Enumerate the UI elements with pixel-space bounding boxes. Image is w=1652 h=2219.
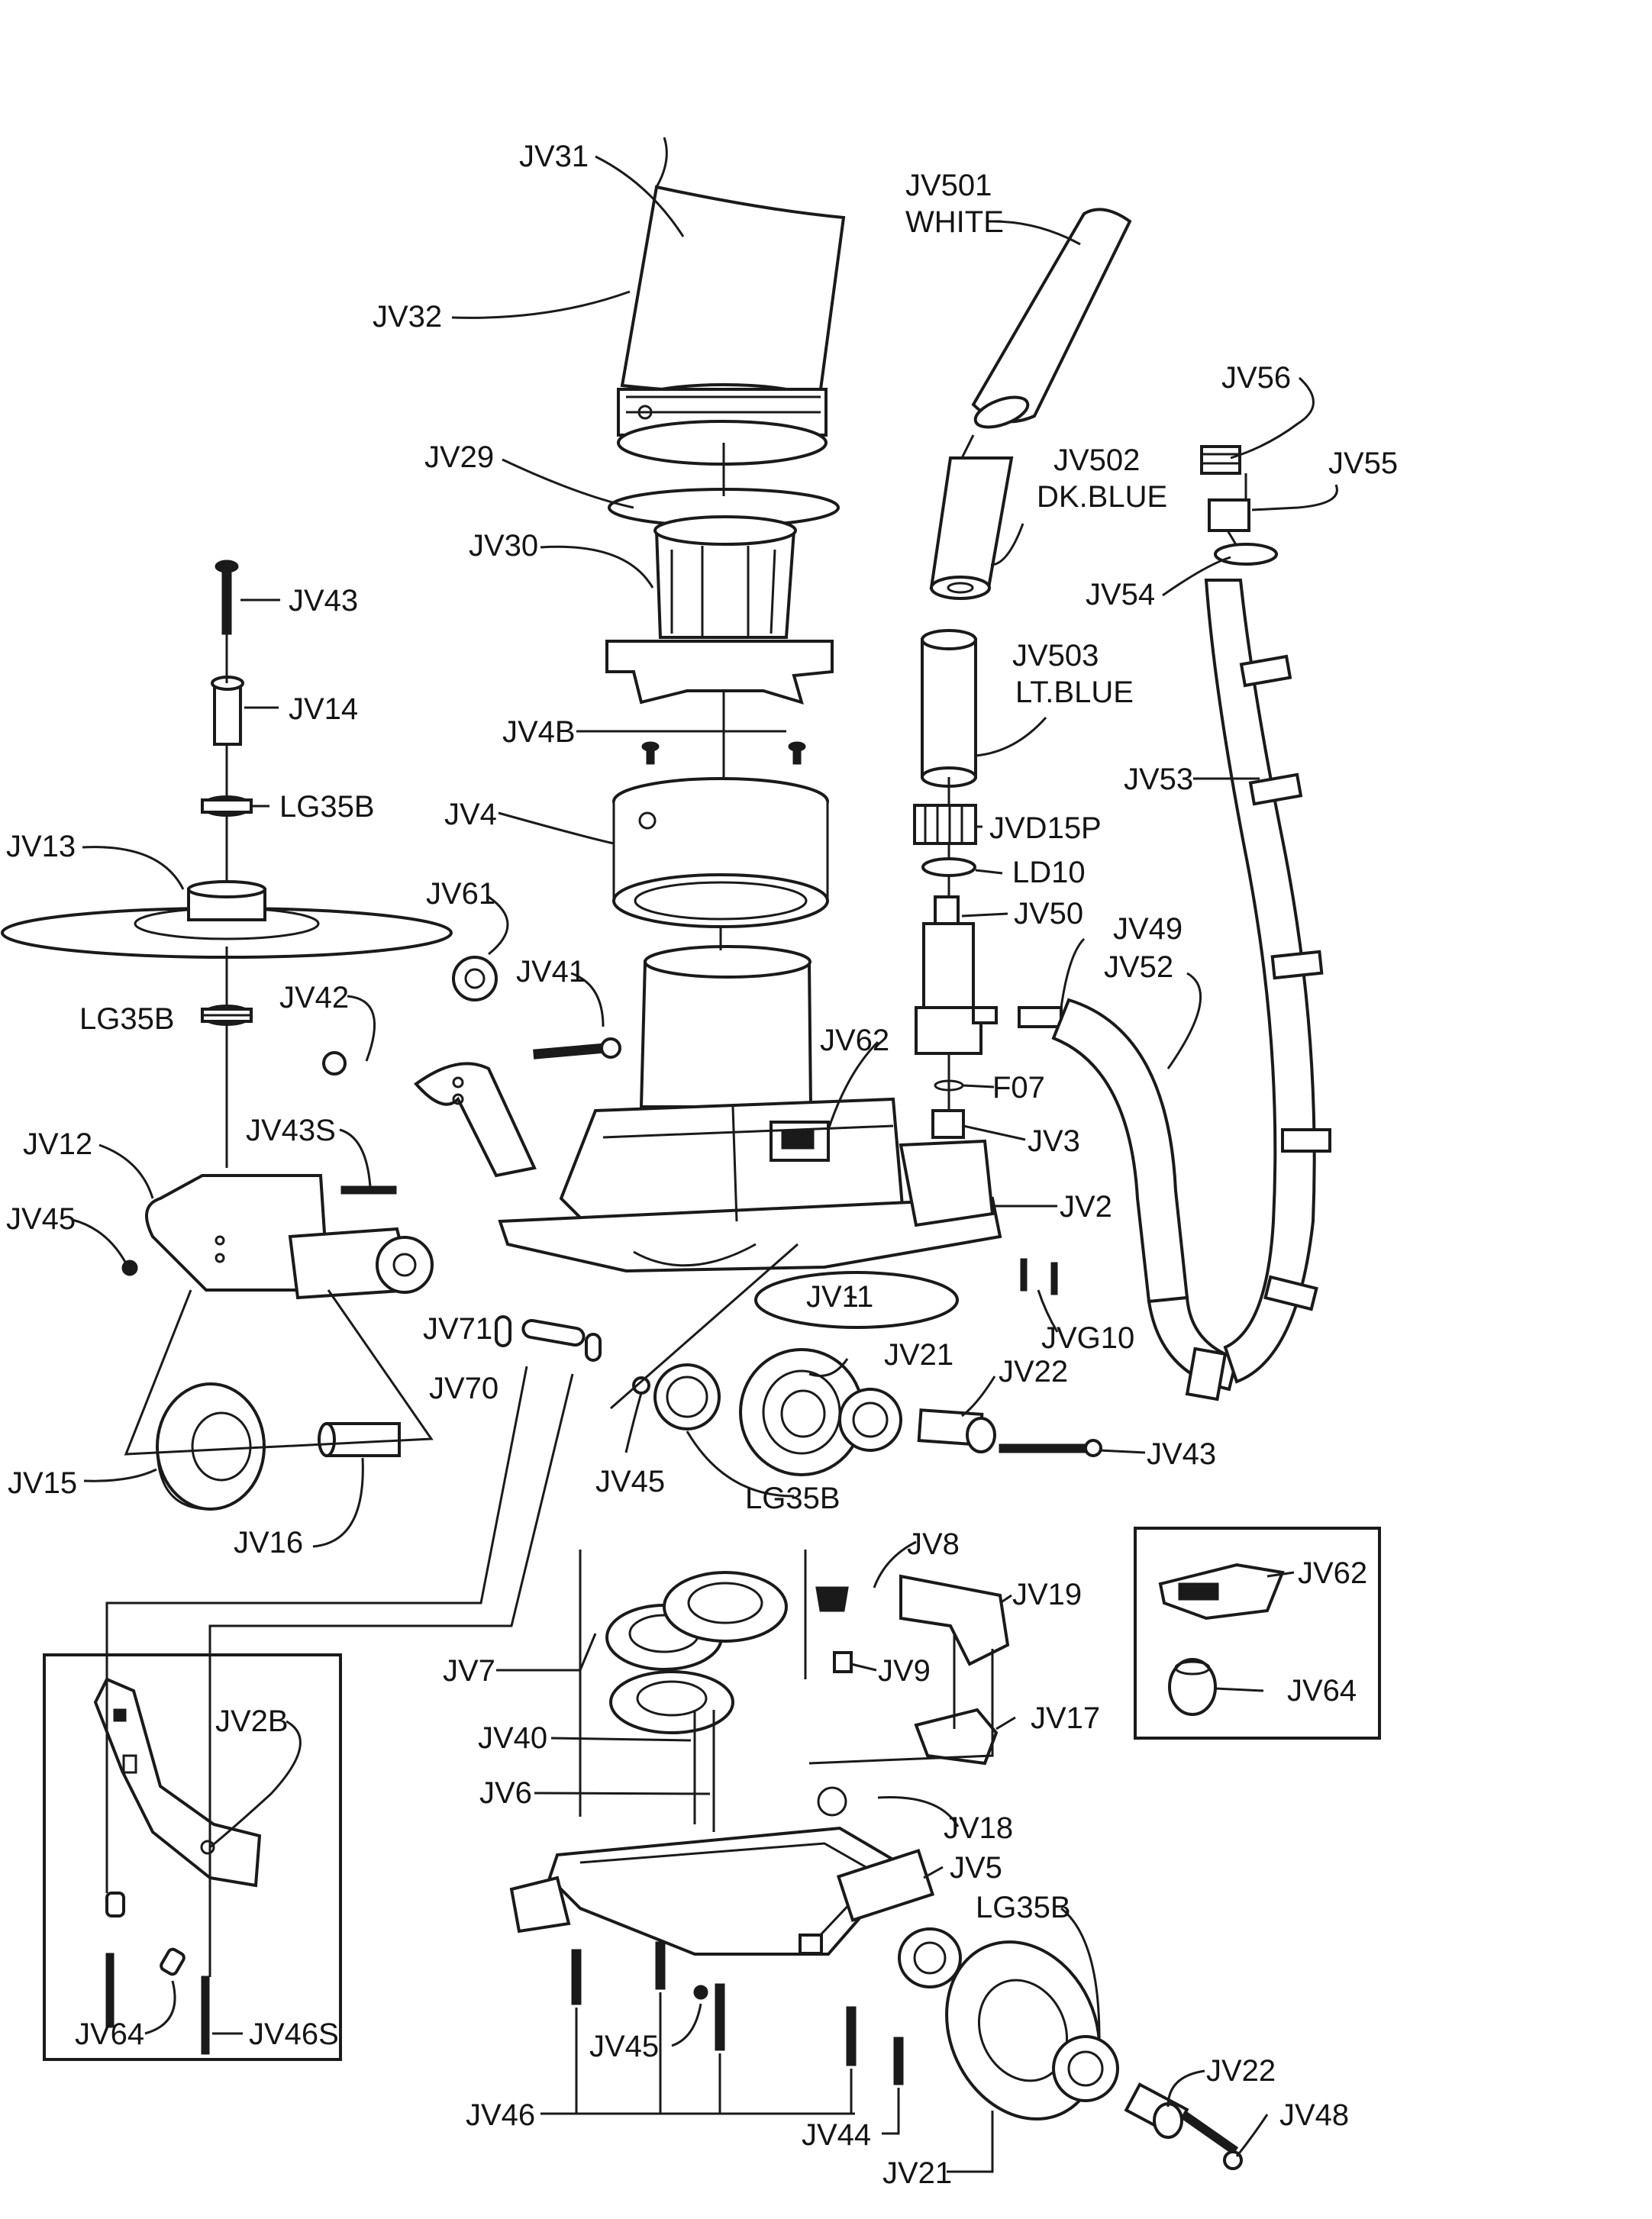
leader-lines: [72, 155, 1338, 2173]
label-jv22-mid: JV22: [999, 1355, 1068, 1388]
label-jv46: JV46: [466, 2098, 535, 2132]
label-jv9: JV9: [878, 1654, 931, 1688]
parts-drawing: [1, 137, 1381, 2170]
label-jv30: JV30: [469, 529, 538, 563]
base-plate-jv5: [509, 1786, 935, 2085]
label-jv6: JV6: [479, 1776, 532, 1810]
label-lt-blue: LT.BLUE: [1015, 676, 1134, 709]
label-jv70: JV70: [429, 1372, 499, 1405]
hose-jv501: [971, 208, 1132, 424]
label-jv31: JV31: [519, 140, 589, 173]
tube-jv503: [921, 629, 977, 788]
label-jv54: JV54: [1086, 578, 1155, 611]
label-jv4b: JV4B: [502, 715, 576, 749]
label-lg35b-top: LG35B: [279, 790, 375, 824]
label-jv62-box: JV62: [1298, 1556, 1367, 1590]
screws-jv4b: [641, 741, 806, 765]
label-jv50: JV50: [1014, 897, 1083, 930]
label-jv8: JV8: [907, 1527, 960, 1561]
tube-jv502: [929, 456, 1014, 600]
label-jv49: JV49: [1113, 912, 1183, 946]
label-jv19: JV19: [1012, 1578, 1082, 1611]
label-jv42: JV42: [279, 981, 349, 1014]
label-f07: F07: [992, 1071, 1045, 1105]
label-jv502: JV502: [1053, 443, 1140, 477]
label-jv21-mid: JV21: [884, 1338, 953, 1372]
label-jv40: JV40: [478, 1721, 547, 1755]
gasket-jv11: [754, 1271, 959, 1329]
inset-box-jv2b: [43, 1653, 342, 2061]
label-jv43s: JV43S: [246, 1114, 336, 1147]
label-jv501: JV501: [905, 169, 992, 202]
screws-jvg10: [1020, 1258, 1058, 1295]
housing-jv2: [498, 945, 1002, 1273]
label-jv11: JV11: [806, 1280, 873, 1314]
label-jv64-box: JV64: [1287, 1674, 1357, 1708]
label-jv12: JV12: [23, 1127, 92, 1161]
fitting-stack-jvd15p-jv50: [913, 804, 998, 1139]
label-jv18: JV18: [944, 1811, 1013, 1845]
label-jv15: JV15: [8, 1466, 77, 1500]
label-jv52: JV52: [1104, 950, 1173, 984]
label-jv53: JV53: [1124, 763, 1193, 796]
label-lg35b-bot: LG35B: [976, 1891, 1071, 1924]
inset-jv2b-parts: [93, 1677, 262, 2055]
label-jv5: JV5: [950, 1851, 1002, 1885]
label-jv14: JV14: [289, 692, 358, 726]
label-jv17: JV17: [1031, 1701, 1100, 1735]
label-white: WHITE: [905, 205, 1004, 239]
label-jv4: JV4: [444, 798, 497, 831]
label-jv2: JV2: [1060, 1190, 1112, 1224]
label-jv22-bot: JV22: [1206, 2054, 1276, 2088]
fittings-jv54-jv56: [1200, 445, 1278, 566]
label-jv62-main: JV62: [820, 1024, 889, 1057]
label-jv503: JV503: [1012, 639, 1099, 672]
collar-jv30: [605, 515, 834, 705]
label-jv16: JV16: [234, 1526, 303, 1559]
inset-jv62-parts: [1158, 1563, 1285, 1716]
gear-assembly: [605, 1571, 1010, 1832]
label-jv45-mid: JV45: [595, 1465, 665, 1498]
label-jv61: JV61: [426, 877, 495, 911]
hose-jv53: [1185, 579, 1331, 1401]
label-jv45-left: JV45: [6, 1202, 76, 1236]
cylinder-jv4: [612, 777, 829, 928]
label-jv13: JV13: [6, 830, 76, 863]
hose-tube-jv32: [617, 137, 846, 466]
label-jv2b: JV2B: [215, 1705, 289, 1738]
label-jv3: JV3: [1028, 1124, 1080, 1158]
label-jv46s: JV46S: [249, 2017, 339, 2051]
label-jv43-top: JV43: [289, 584, 358, 618]
label-jv29: JV29: [424, 440, 494, 474]
center-axis-lines: [225, 434, 1247, 1168]
label-jv41: JV41: [516, 955, 586, 989]
bottom-bearing-assembly: [898, 1927, 1243, 2170]
label-jv56: JV56: [1221, 361, 1291, 395]
label-ld10: LD10: [1012, 856, 1086, 889]
label-jv55: JV55: [1328, 447, 1398, 480]
label-jvg10: JVG10: [1041, 1321, 1134, 1355]
label-lg35b-mid: LG35B: [745, 1482, 841, 1515]
label-dk-blue: DK.BLUE: [1037, 480, 1167, 514]
label-jv48: JV48: [1279, 2098, 1349, 2132]
label-jv43-mid: JV43: [1147, 1437, 1216, 1471]
part-labels: JV31 JV501 WHITE JV32 JV56 JV55 JV29 JV5…: [6, 140, 1398, 2190]
label-jv71: JV71: [423, 1312, 492, 1346]
mid-bearing-assembly: [632, 1348, 1102, 1476]
inset-box-jv62: [1134, 1527, 1381, 1740]
label-jvd15p: JVD15P: [989, 811, 1102, 845]
pins-jv70-jv71: [495, 1315, 602, 1362]
label-lg35b-left: LG35B: [79, 1002, 175, 1036]
label-jv7: JV7: [443, 1654, 495, 1688]
label-jv21-bot: JV21: [882, 2156, 952, 2190]
label-jv45-bot: JV45: [589, 2030, 659, 2063]
label-jv64-left: JV64: [75, 2017, 144, 2051]
label-jv44: JV44: [802, 2118, 871, 2152]
left-assembly: [1, 560, 621, 1511]
label-jv32: JV32: [373, 300, 442, 334]
